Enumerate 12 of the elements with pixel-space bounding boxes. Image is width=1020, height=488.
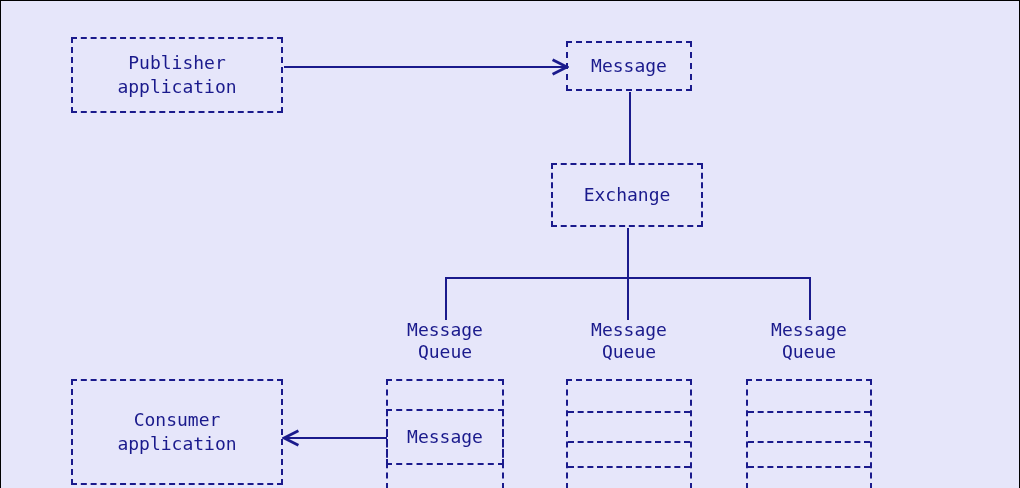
process-box: Message <box>566 41 692 91</box>
queue-label: Message Queue <box>590 319 668 363</box>
process-box: Publisher application <box>71 37 283 113</box>
arrow <box>282 429 388 447</box>
process-box: Consumer application <box>71 379 283 485</box>
queue-label: Message Queue <box>406 319 484 363</box>
process-box: Message <box>386 409 504 465</box>
process-box: Exchange <box>551 163 703 227</box>
connector-line <box>629 91 631 165</box>
arrow <box>283 58 569 76</box>
connector-line <box>627 227 811 321</box>
queue-label: Message Queue <box>770 319 848 363</box>
